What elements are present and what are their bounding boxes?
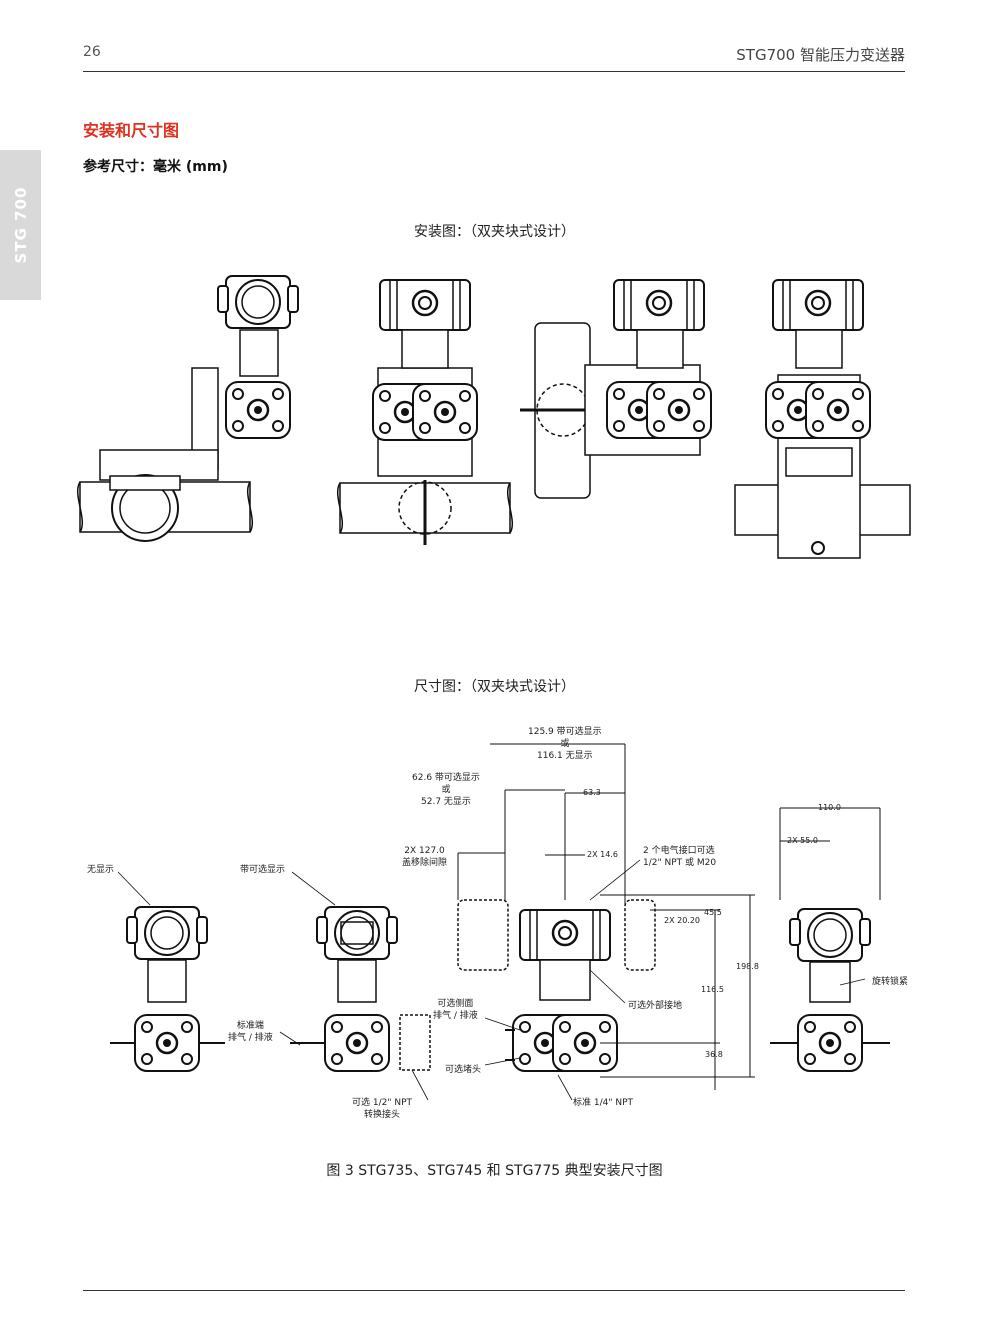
dim-116: 116.1 无显示 xyxy=(537,751,593,761)
section-title: 安装和尺寸图 xyxy=(83,121,180,140)
dim-127: 2X 127.0 xyxy=(404,846,445,856)
dim-or-2: 或 xyxy=(441,785,451,795)
header-divider xyxy=(83,71,905,72)
dim-125-group: 125.9 带可选显示 或 116.1 无显示 xyxy=(528,726,602,762)
dim-125: 125.9 带可选显示 xyxy=(528,727,602,737)
conn-line-1: 2 个电气接口可选 xyxy=(643,846,715,856)
label-opt-adapter: 可选 1/2" NPT 转换接头 xyxy=(352,1097,412,1121)
install-view-4 xyxy=(734,278,911,559)
install-view-1 xyxy=(76,275,299,542)
ref-dims-value: 毫米 (mm) xyxy=(153,159,228,175)
dim-127-group: 2X 127.0 盖移除间隙 xyxy=(402,845,447,869)
ref-dims-label: 参考尺寸： xyxy=(83,159,153,175)
conn-line-2: 1/2" NPT 或 M20 xyxy=(643,858,717,868)
document-title: STG700 智能压力变送器 xyxy=(736,46,905,64)
dim-62: 62.6 带可选显示 xyxy=(412,773,480,783)
label-opt-ground: 可选外部接地 xyxy=(628,1001,683,1011)
install-view-3 xyxy=(520,278,713,499)
dim-view-end xyxy=(770,908,890,1073)
dim-or-1: 或 xyxy=(560,739,570,749)
figure-caption: 图 3 STG735、STG745 和 STG775 典型安装尺寸图 xyxy=(326,1163,663,1179)
label-opt-side-2: 排气 / 排液 xyxy=(433,1011,478,1021)
dim-198: 198.8 xyxy=(736,962,759,971)
dim-63: 63.3 xyxy=(583,788,601,797)
dim-52: 52.7 无显示 xyxy=(421,797,471,807)
dim-view-no-display xyxy=(110,906,225,1073)
dim-116-5: 116.5 xyxy=(701,985,724,994)
label-std-vent-2: 排气 / 排液 xyxy=(228,1033,273,1043)
page-number: 26 xyxy=(83,44,101,60)
installation-caption: 安装图：（双夹块式设计） xyxy=(414,224,575,240)
dim-110: 110.0 xyxy=(818,803,841,812)
dimension-caption: 尺寸图：（双夹块式设计） xyxy=(414,679,575,695)
label-no-display: 无显示 xyxy=(87,865,115,875)
dim-45: 45.5 xyxy=(704,908,722,917)
label-with-display: 带可选显示 xyxy=(240,865,286,875)
label-opt-adapter-2: 转换接头 xyxy=(364,1110,401,1120)
footer-divider xyxy=(83,1290,905,1291)
dim-62-group: 62.6 带可选显示 或 52.7 无显示 xyxy=(412,772,480,808)
label-opt-plug: 可选堵头 xyxy=(445,1065,482,1075)
dim-14: 2X 14.6 xyxy=(587,850,618,859)
label-opt-adapter-1: 可选 1/2" NPT xyxy=(352,1098,413,1108)
dim-36: 36.8 xyxy=(705,1050,723,1059)
label-rotate-lock: 旋转锁紧 xyxy=(872,977,909,987)
label-opt-side-1: 可选侧面 xyxy=(437,999,474,1009)
dim-55: 2X 55.0 xyxy=(787,836,818,845)
dim-127-note: 盖移除间隙 xyxy=(402,858,448,868)
label-std-npt: 标准 1/4" NPT xyxy=(573,1098,634,1108)
label-std-vent-1: 标准端 xyxy=(236,1021,264,1031)
label-opt-side: 可选侧面 排气 / 排液 xyxy=(433,998,478,1022)
side-tab: STG 700 xyxy=(0,150,41,300)
install-view-2 xyxy=(336,278,514,545)
dim-view-main xyxy=(457,899,656,1073)
dim-view-with-display xyxy=(290,906,431,1073)
conn-note: 2 个电气接口可选 1/2" NPT 或 M20 xyxy=(643,845,716,869)
reference-dimensions: 参考尺寸：毫米 (mm) xyxy=(83,156,228,176)
dim-20: 2X 20.20 xyxy=(664,916,701,925)
label-std-vent: 标准端 排气 / 排液 xyxy=(228,1020,273,1044)
